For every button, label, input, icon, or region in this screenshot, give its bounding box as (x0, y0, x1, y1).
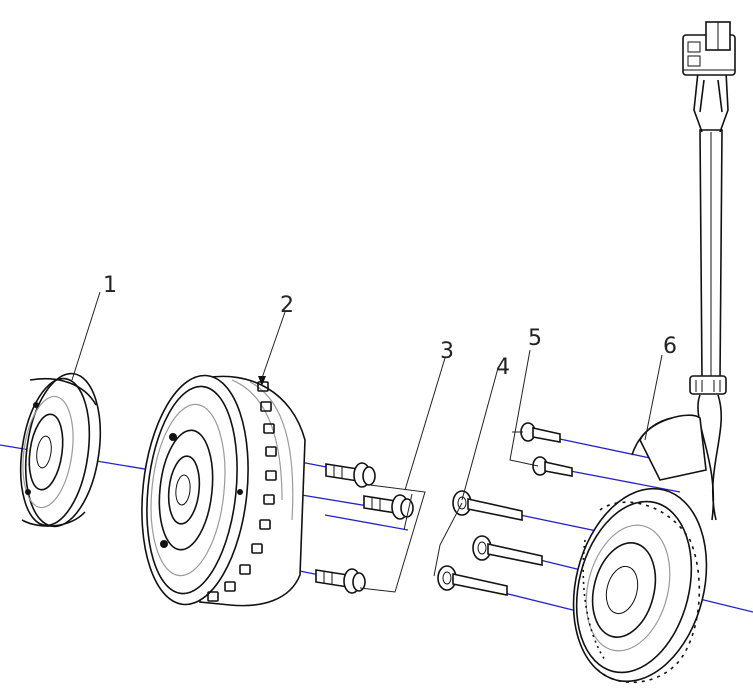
part-3-bolts (315, 462, 414, 594)
part-6-stator-harness (572, 21, 736, 684)
callout-labels: 1 2 3 4 5 6 (103, 273, 677, 380)
axis-line-screw5-top (554, 437, 651, 459)
callout-2: 2 (280, 293, 294, 318)
screw-5a (520, 422, 561, 443)
bolt-3a (325, 462, 376, 488)
screw-5b (532, 456, 573, 477)
callout-5: 5 (528, 326, 542, 351)
callout-3: 3 (440, 339, 454, 364)
leader-6 (644, 354, 663, 441)
callout-1: 1 (103, 273, 117, 298)
bolt-4b (472, 535, 543, 566)
leader-lines (71, 291, 663, 593)
bolt-3b (363, 494, 414, 520)
axis-line-screw5-low (564, 469, 681, 493)
pickup-coil (639, 414, 707, 481)
harness-connector (682, 21, 736, 76)
bolt-3c (315, 568, 366, 594)
callout-4: 4 (496, 355, 510, 380)
axis-line-center (324, 514, 409, 531)
part-1-disc (19, 372, 102, 528)
part-2-rotor (141, 374, 306, 607)
part-4-bolts (437, 490, 543, 596)
leader-4 (433, 367, 499, 577)
callout-6: 6 (663, 334, 677, 359)
leader-3 (359, 357, 446, 593)
leader-5 (509, 349, 539, 467)
part-5-screws (520, 422, 573, 477)
leader-1 (71, 291, 101, 381)
bolt-4c (437, 565, 508, 596)
leader-2 (261, 311, 286, 379)
harness-grommet (689, 375, 727, 395)
